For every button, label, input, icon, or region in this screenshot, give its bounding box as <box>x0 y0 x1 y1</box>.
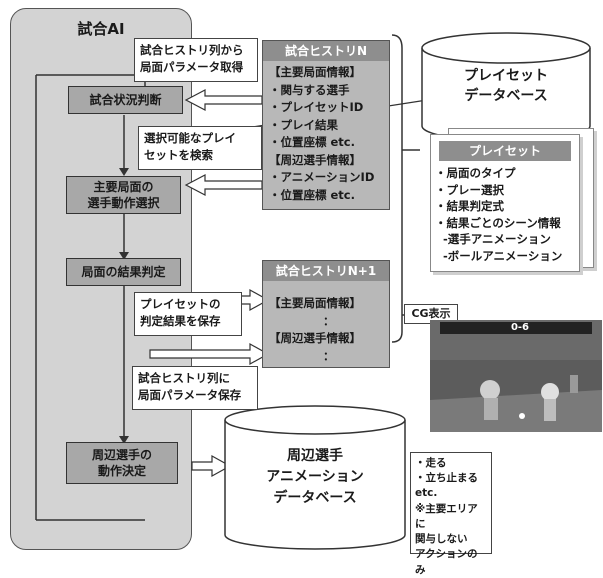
playset-db-cylinder <box>421 32 591 142</box>
history-n1-box: 試合ヒストリN+1 【主要局面情報】 ： 【周辺選手情報】 ： <box>262 260 390 368</box>
history-n1-line: ： <box>323 313 335 328</box>
anim-db-title: 周辺選手 アニメーション データベース <box>266 448 364 506</box>
playset-title: プレイセット <box>439 141 571 161</box>
history-n-line: ・プレイ結果 <box>269 117 338 132</box>
history-n-line: 【周辺選手情報】 <box>269 152 361 167</box>
history-n-title: 試合ヒストリN <box>263 41 389 61</box>
note-fetch-params: 試合ヒストリ列から 局面パラメータ取得 <box>134 38 258 82</box>
playset-item: -ボールアニメーション <box>435 248 563 263</box>
anim-db-cylinder <box>224 405 406 550</box>
step-result-judgment: 局面の結果判定 <box>66 258 181 286</box>
history-n-line: 【主要局面情報】 <box>269 65 361 79</box>
note-save-params: 試合ヒストリ列に 局面パラメータ保存 <box>132 366 258 410</box>
playset-item: -選手アニメーション <box>435 232 551 246</box>
game-screenshot <box>430 320 602 432</box>
history-n1-line: 【主要局面情報】 <box>269 296 361 310</box>
playset-item: ・結果ごとのシーン情報 <box>435 215 561 230</box>
cg-display-label: CG表示 <box>404 304 458 324</box>
history-n-line: ・アニメーションID <box>269 170 375 184</box>
game-ai-title: 試合AI <box>77 20 125 38</box>
history-n1-title: 試合ヒストリN+1 <box>263 261 389 281</box>
anim-notes: ・走る ・立ち止まる etc. ※主要エリアに 関与しない アクションのみ <box>410 452 492 576</box>
history-n-line: ・位置座標 etc. <box>269 187 355 202</box>
note-save-result: プレイセットの 判定結果を保存 <box>134 292 242 336</box>
playset-db-title: プレイセット データベース <box>464 68 548 104</box>
playset-item: ・プレー選択 <box>435 182 504 197</box>
history-n-line: ・関与する選手 <box>269 82 350 97</box>
diagram-connectors <box>35 32 591 550</box>
history-n-line: ・位置座標 etc. <box>269 135 355 149</box>
history-n1-line: 【周辺選手情報】 <box>269 331 361 345</box>
step-situation-judgment: 試合状況判断 <box>68 86 183 114</box>
score-readout: 0-6 <box>510 322 530 333</box>
playset-item: ・局面のタイプ <box>435 166 516 180</box>
note-search-presets: 選択可能なプレイ セットを検索 <box>138 126 262 170</box>
game-scene-graphic <box>430 320 602 432</box>
playset-item: ・結果判定式 <box>435 199 504 213</box>
history-n1-line: ： <box>323 348 335 363</box>
step-surrounding-action: 周辺選手の 動作決定 <box>66 442 178 484</box>
history-n-line: ・プレイセットID <box>269 100 364 114</box>
history-n-box: 試合ヒストリN 【主要局面情報】 ・関与する選手 ・プレイセットID ・プレイ結… <box>262 40 390 210</box>
step-main-action-select: 主要局面の 選手動作選択 <box>66 176 181 214</box>
playset-card: プレイセット ・局面のタイプ ・プレー選択 ・結果判定式 ・結果ごとのシーン情報… <box>430 134 580 272</box>
